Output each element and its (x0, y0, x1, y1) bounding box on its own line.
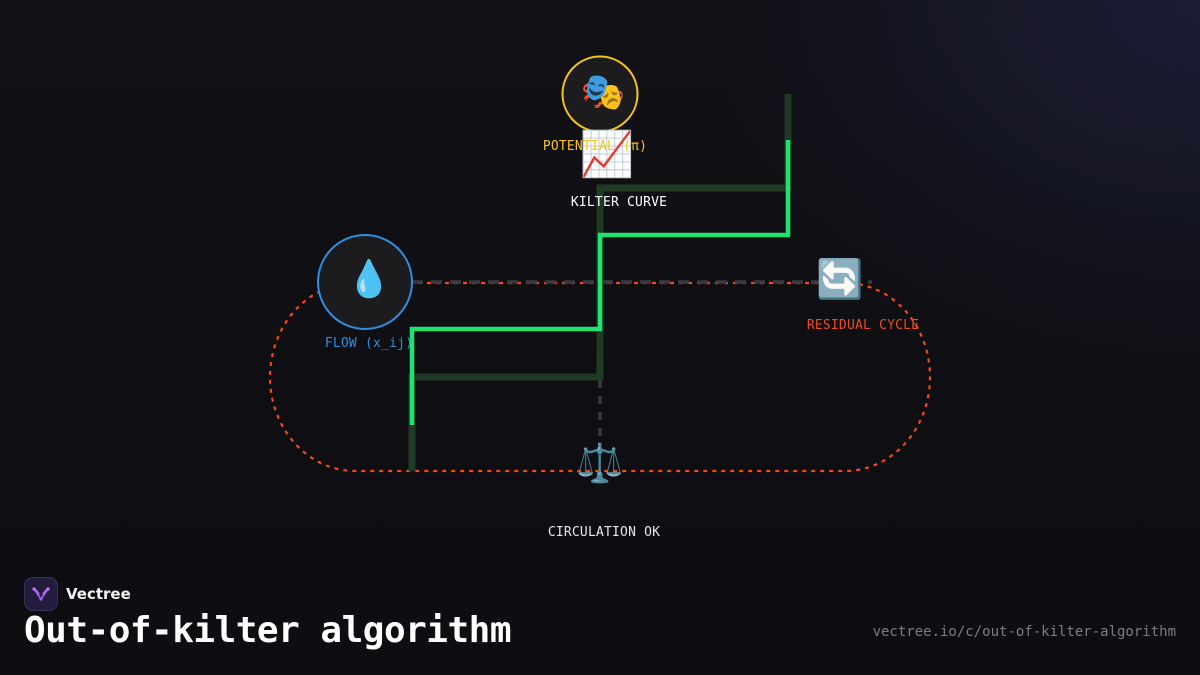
residual-cycle-label: RESIDUAL CYCLE (806, 318, 920, 333)
vectree-logo-icon (24, 577, 58, 611)
brand: Vectree (24, 577, 131, 611)
droplet-icon: 💧 (346, 259, 392, 300)
page-url[interactable]: vectree.io/c/out-of-kilter-algorithm (872, 624, 1176, 640)
cycle-arrows-icon: 🔄 (816, 257, 864, 301)
theater-masks-icon: 🎭 (580, 72, 626, 113)
flow-label: FLOW (x_ij) (324, 336, 414, 351)
potential-label: POTENTIAL (π) (542, 139, 648, 154)
flow-node-circle (317, 234, 413, 330)
residual-cycle-loop (268, 281, 932, 473)
potential-node-circle (561, 55, 639, 133)
brand-name: Vectree (66, 585, 131, 603)
page-title: Out-of-kilter algorithm (24, 610, 512, 651)
chart-increasing-icon: 📈 (579, 129, 635, 180)
balance-scale-icon: ⚖️ (576, 441, 624, 485)
active-staircase-path (409, 140, 791, 425)
circulation-label: CIRCULATION OK (547, 525, 661, 540)
kilter-curve-label: KILTER CURVE (570, 195, 668, 210)
